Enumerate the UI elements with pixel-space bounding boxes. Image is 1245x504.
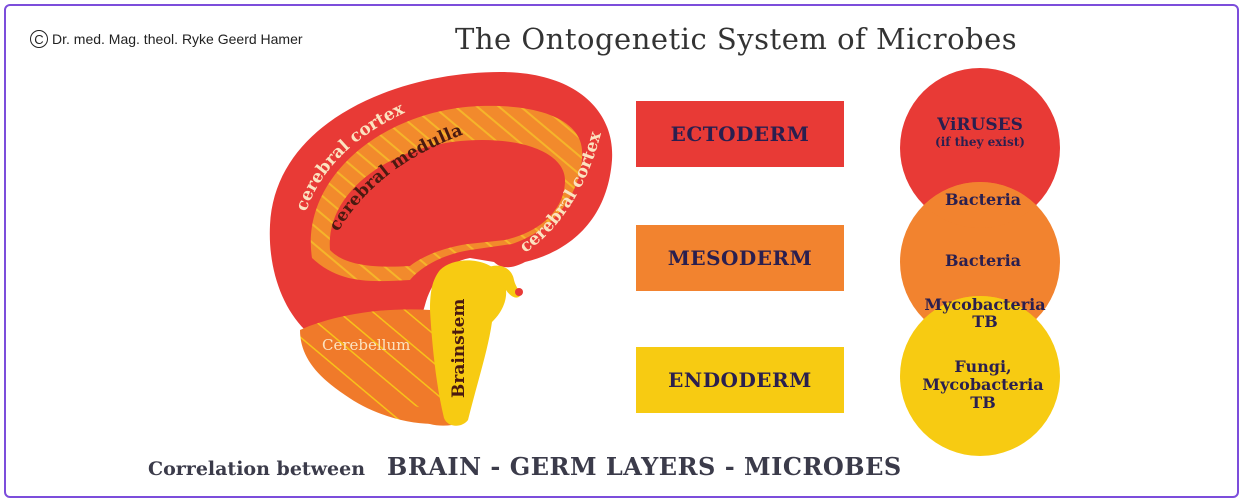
copyright-notice: C Dr. med. Mag. theol. Ryke Geerd Hamer [30, 30, 303, 48]
copyright-icon: C [30, 30, 48, 48]
copyright-text: Dr. med. Mag. theol. Ryke Geerd Hamer [52, 31, 303, 47]
ectoderm-box: ECTODERM [636, 101, 844, 167]
ectoderm-label: ECTODERM [671, 122, 810, 146]
mesoderm-box: MESODERM [636, 225, 844, 291]
mesoderm-label: MESODERM [668, 246, 813, 270]
footer-prefix: Correlation between [148, 458, 365, 480]
endoderm-box: ENDODERM [636, 347, 844, 413]
footer-main: BRAIN - GERM LAYERS - MICROBES [387, 452, 902, 481]
footer-caption: Correlation between BRAIN - GERM LAYERS -… [148, 452, 902, 481]
diagram-title: The Ontogenetic System of Microbes [455, 22, 1017, 56]
figure-frame [4, 4, 1239, 498]
endoderm-label: ENDODERM [668, 368, 812, 392]
